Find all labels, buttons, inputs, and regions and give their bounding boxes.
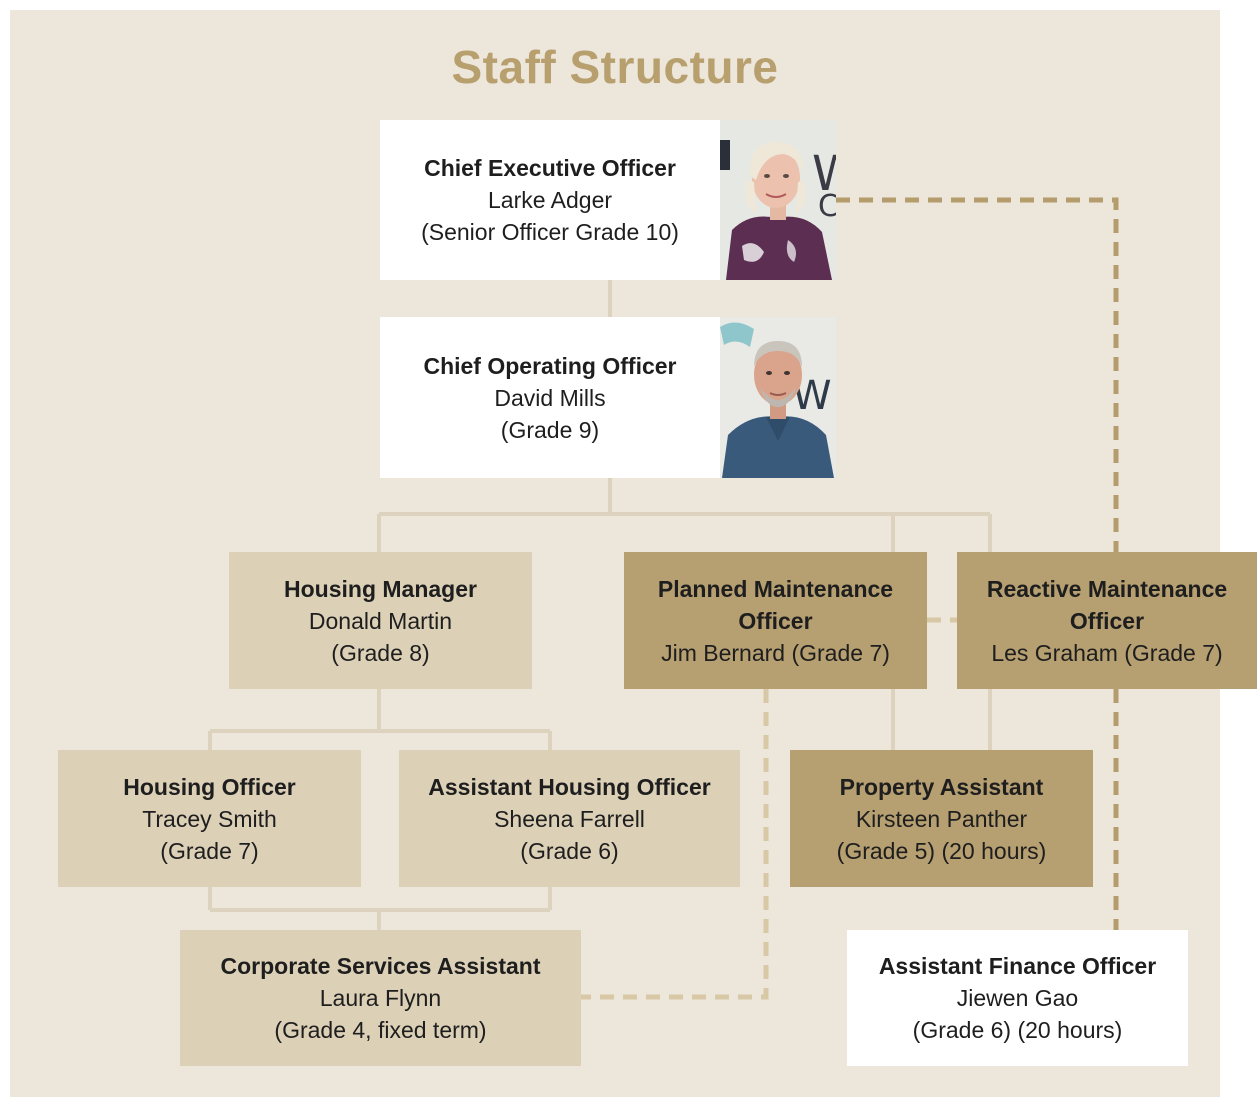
corporate-services-assistant-name: Laura Flynn (319, 985, 442, 1011)
dashed-ceo-reactive (836, 197, 1119, 552)
planned-maintenance-box: Planned Maintenance Officer Jim Bernard … (624, 552, 927, 689)
reactive-maintenance-role-line2: Officer (1069, 607, 1145, 634)
assistant-housing-officer-name: Sheena Farrell (494, 805, 645, 832)
housing-officer-box: Housing Officer Tracey Smith (Grade 7) (58, 750, 361, 887)
property-assistant-box: Property Assistant Kirsteen Panther (Gra… (790, 750, 1093, 887)
assistant-finance-officer-grade: (Grade 6) (20 hours) (912, 1017, 1123, 1043)
assistant-housing-officer-role: Assistant Housing Officer (428, 773, 711, 800)
corporate-services-assistant-grade: (Grade 4, fixed term) (274, 1017, 487, 1043)
svg-text:W: W (812, 146, 836, 202)
assistant-finance-officer-box: Assistant Finance Officer Jiewen Gao (Gr… (847, 930, 1188, 1066)
property-assistant-role: Property Assistant (839, 773, 1044, 800)
planned-maintenance-role-line2: Officer (738, 607, 813, 634)
reactive-maintenance-detail: Les Graham (Grade 7) (991, 639, 1223, 666)
housing-manager-name: Donald Martin (308, 607, 453, 634)
planned-maintenance-role-line1: Planned Maintenance (657, 575, 894, 602)
coo-box: Chief Operating Officer David Mills (Gra… (380, 317, 720, 478)
housing-manager-role: Housing Manager (284, 575, 477, 602)
ceo-box: Chief Executive Officer Larke Adger (Sen… (380, 120, 720, 280)
chart-title: Staff Structure (451, 41, 779, 93)
coo-name: David Mills (494, 384, 606, 411)
assistant-housing-officer-grade: (Grade 6) (520, 837, 619, 864)
housing-manager-grade: (Grade 8) (331, 639, 430, 666)
ceo-role: Chief Executive Officer (424, 155, 676, 181)
ceo-photo: W C (720, 120, 836, 280)
dashed-planned-corporate (581, 689, 769, 1000)
property-assistant-grade: (Grade 5) (20 hours) (836, 837, 1047, 864)
coo-grade: (Grade 9) (500, 416, 600, 443)
ceo-name: Larke Adger (487, 187, 613, 213)
housing-officer-name: Tracey Smith (142, 805, 277, 832)
coo-photo: W (720, 317, 836, 478)
assistant-housing-officer-box: Assistant Housing Officer Sheena Farrell… (399, 750, 740, 887)
svg-text:C: C (818, 189, 836, 224)
corporate-services-assistant-role: Corporate Services Assistant (220, 953, 541, 979)
housing-manager-box: Housing Manager Donald Martin (Grade 8) (229, 552, 532, 689)
ceo-grade: (Senior Officer Grade 10) (421, 219, 679, 245)
planned-maintenance-detail: Jim Bernard (Grade 7) (661, 639, 890, 666)
assistant-finance-officer-name: Jiewen Gao (956, 985, 1079, 1011)
housing-officer-grade: (Grade 7) (160, 837, 259, 864)
property-assistant-name: Kirsteen Panther (855, 805, 1028, 832)
coo-role: Chief Operating Officer (423, 352, 677, 379)
assistant-finance-officer-role: Assistant Finance Officer (878, 953, 1157, 979)
corporate-services-assistant-box: Corporate Services Assistant Laura Flynn… (180, 930, 581, 1066)
reactive-maintenance-role-line1: Reactive Maintenance (986, 575, 1228, 602)
reactive-maintenance-box: Reactive Maintenance Officer Les Graham … (957, 552, 1257, 689)
housing-officer-role: Housing Officer (123, 773, 296, 800)
